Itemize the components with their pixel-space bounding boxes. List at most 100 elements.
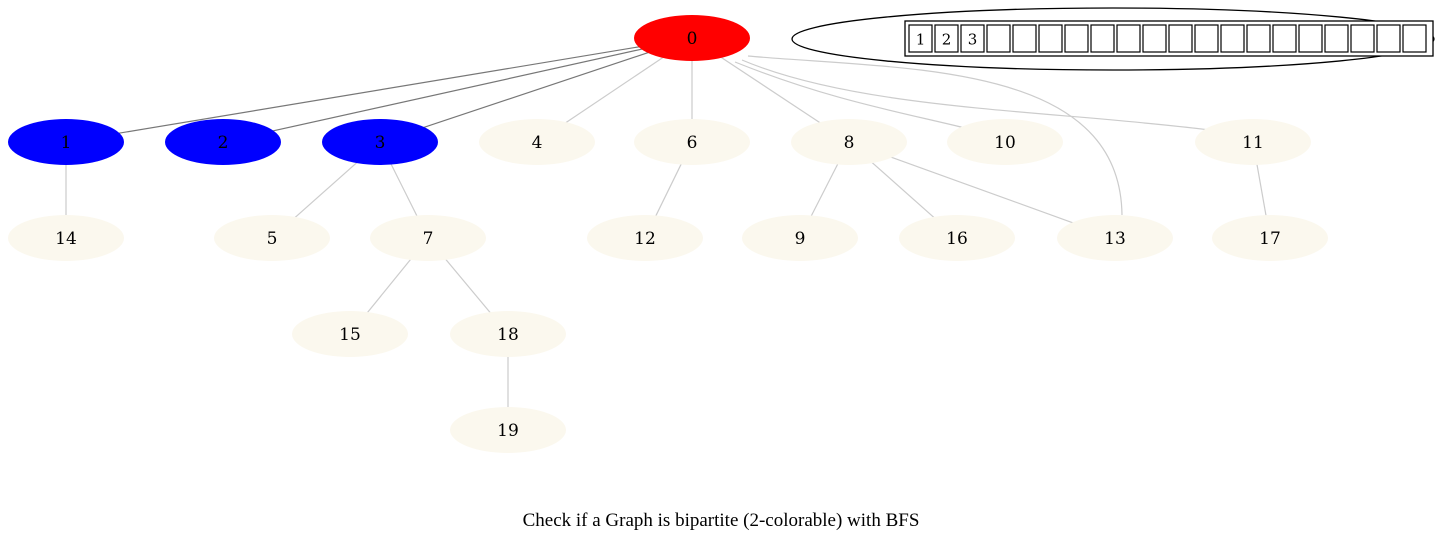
node-0: 0 xyxy=(634,15,750,61)
node-12-label: 12 xyxy=(634,229,656,249)
node-16-label: 16 xyxy=(946,229,968,249)
queue-cell-12 xyxy=(1220,24,1245,53)
node-18-shape xyxy=(450,311,566,357)
queue-cell-4 xyxy=(1012,24,1037,53)
node-12: 12 xyxy=(587,215,703,261)
queue-cell-9 xyxy=(1142,24,1167,53)
edge-8-16 xyxy=(871,161,935,219)
node-4: 4 xyxy=(479,119,595,165)
node-15-label: 15 xyxy=(339,325,361,345)
queue-cell-18 xyxy=(1376,24,1401,53)
node-1: 1 xyxy=(8,119,124,165)
node-15-shape xyxy=(292,311,408,357)
queue-cell-1-label: 2 xyxy=(942,31,952,49)
node-14-label: 14 xyxy=(55,229,77,249)
node-2: 2 xyxy=(165,119,281,165)
queue-cell-8 xyxy=(1116,24,1141,53)
node-3-shape xyxy=(322,119,438,165)
queue-cell-10 xyxy=(1168,24,1193,53)
edges-layer xyxy=(65,45,1267,408)
node-14-shape xyxy=(8,215,124,261)
edge-0-11 xyxy=(741,59,1211,131)
edge-0-2 xyxy=(271,48,644,132)
edge-0-1 xyxy=(117,45,641,135)
node-17-label: 17 xyxy=(1259,229,1281,249)
node-2-label: 2 xyxy=(218,133,229,153)
node-8-shape xyxy=(791,119,907,165)
edge-7-18 xyxy=(445,258,491,314)
edge-7-15 xyxy=(366,258,412,314)
queue-cell-14 xyxy=(1272,24,1297,53)
node-17: 17 xyxy=(1212,215,1328,261)
node-19: 19 xyxy=(450,407,566,453)
node-13-shape xyxy=(1057,215,1173,261)
node-14: 14 xyxy=(8,215,124,261)
node-10: 10 xyxy=(947,119,1063,165)
node-11: 11 xyxy=(1195,119,1311,165)
edge-3-7 xyxy=(390,163,418,217)
queue-cell-1 xyxy=(934,24,959,53)
node-0-label: 0 xyxy=(687,29,698,49)
node-5-label: 5 xyxy=(267,229,278,249)
queue-cell-16 xyxy=(1324,24,1349,53)
node-15: 15 xyxy=(292,311,408,357)
node-3-label: 3 xyxy=(375,133,386,153)
node-6-shape xyxy=(634,119,750,165)
node-17-shape xyxy=(1212,215,1328,261)
node-10-shape xyxy=(947,119,1063,165)
queue-cell-5 xyxy=(1038,24,1063,53)
node-13: 13 xyxy=(1057,215,1173,261)
edge-3-5 xyxy=(294,161,358,219)
edge-0-8 xyxy=(720,56,821,124)
edge-11-17 xyxy=(1256,163,1267,217)
edge-0-3 xyxy=(422,51,650,129)
node-4-label: 4 xyxy=(532,133,543,153)
queue-cell-0 xyxy=(908,24,933,53)
node-10-label: 10 xyxy=(994,133,1016,153)
edge-0-10 xyxy=(734,61,966,129)
node-18: 18 xyxy=(450,311,566,357)
node-9-label: 9 xyxy=(795,229,806,249)
queue-cell-2-label: 3 xyxy=(968,31,978,49)
queue-cell-19 xyxy=(1402,24,1427,53)
node-5-shape xyxy=(214,215,330,261)
node-5: 5 xyxy=(214,215,330,261)
edge-8-13 xyxy=(889,156,1075,224)
diagram-caption: Check if a Graph is bipartite (2-colorab… xyxy=(523,510,920,531)
node-1-label: 1 xyxy=(61,133,72,153)
node-2-shape xyxy=(165,119,281,165)
node-11-shape xyxy=(1195,119,1311,165)
queue-cell-11 xyxy=(1194,24,1219,53)
node-12-shape xyxy=(587,215,703,261)
node-6-label: 6 xyxy=(687,133,698,153)
edge-0-4 xyxy=(564,56,665,124)
node-7-label: 7 xyxy=(423,229,434,249)
queue-cell-2 xyxy=(960,24,985,53)
queue-cell-0-label: 1 xyxy=(916,31,926,49)
node-13-label: 13 xyxy=(1104,229,1126,249)
edge-0-13 xyxy=(747,55,1123,216)
node-16: 16 xyxy=(899,215,1015,261)
queue-cell-13 xyxy=(1246,24,1271,53)
edge-6-12 xyxy=(655,163,682,217)
queue-cell-17 xyxy=(1350,24,1375,53)
queue-cell-15 xyxy=(1298,24,1323,53)
node-19-shape xyxy=(450,407,566,453)
queue-cell-7 xyxy=(1090,24,1115,53)
node-0-shape xyxy=(634,15,750,61)
node-3: 3 xyxy=(322,119,438,165)
node-16-shape xyxy=(899,215,1015,261)
node-9: 9 xyxy=(742,215,858,261)
node-18-label: 18 xyxy=(497,325,519,345)
node-9-shape xyxy=(742,215,858,261)
queue-cell-6 xyxy=(1064,24,1089,53)
node-19-label: 19 xyxy=(497,421,519,441)
node-1-shape xyxy=(8,119,124,165)
node-7-shape xyxy=(370,215,486,261)
edge-8-9 xyxy=(810,163,839,217)
node-8: 8 xyxy=(791,119,907,165)
